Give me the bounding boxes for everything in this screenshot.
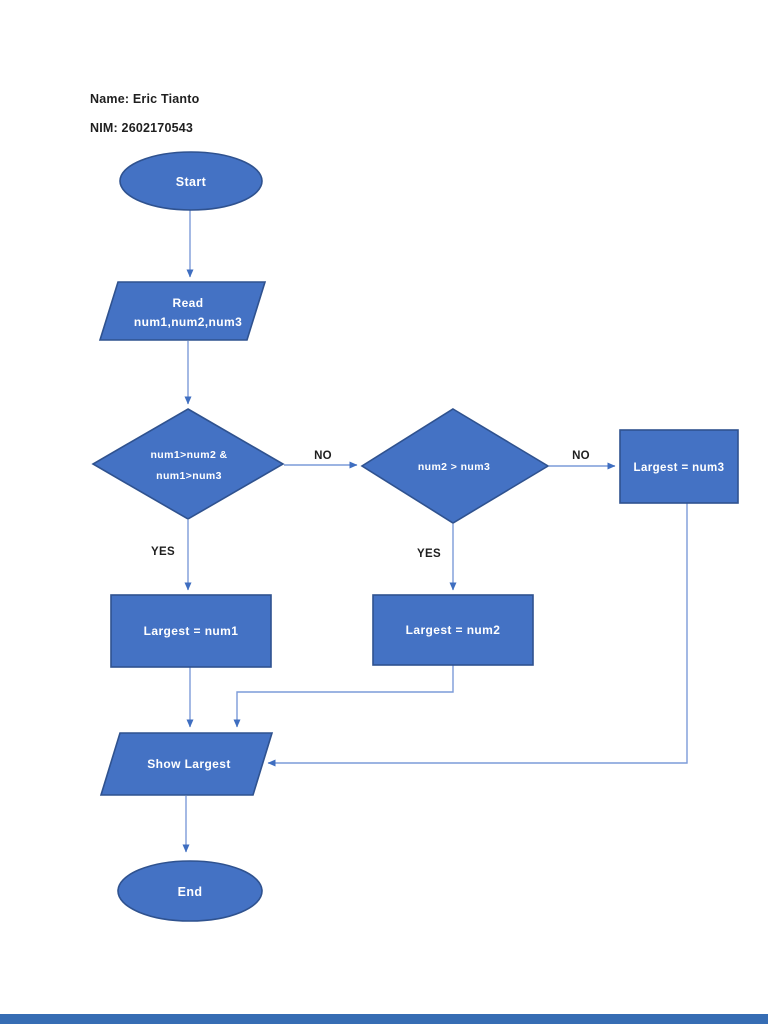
largest-num2-node-label: Largest = num2 [406, 623, 501, 637]
show-largest-node-label: Show Largest [147, 757, 230, 771]
edge-label-no-2: NO [572, 450, 590, 462]
read-input-node-line1: Read [173, 296, 204, 310]
largest-num1-node [110, 594, 272, 668]
largest-num1-node-label: Largest = num1 [144, 624, 239, 638]
largest-num2-node [372, 594, 534, 666]
decision1-node [91, 408, 285, 520]
decision2-node [360, 408, 550, 524]
page-bottom-bar [0, 1014, 768, 1024]
decision1-node-line1: num1>num2 & [150, 449, 227, 461]
edge-label-yes-2: YES [417, 548, 441, 560]
largest-num3-node [619, 429, 739, 504]
author-nim-text: NIM: 2602170543 [90, 121, 194, 135]
start-node [119, 151, 263, 211]
decision2-node-label: num2 > num3 [418, 461, 490, 473]
decision1-node-line2: num1>num3 [156, 470, 222, 482]
edge-label-no-1: NO [314, 450, 332, 462]
start-node-label: Start [176, 175, 207, 189]
edge-largest-num3-to-show-largest [267, 503, 688, 767]
edge-largest-num2-to-show-largest [233, 665, 454, 728]
flowchart-connectors [182, 210, 688, 853]
read-input-node-line2: num1,num2,num3 [134, 315, 242, 329]
author-name-text: Name: Eric Tianto [90, 92, 200, 106]
largest-num3-node-label: Largest = num3 [634, 462, 725, 474]
edge-label-yes-1: YES [151, 546, 175, 558]
read-input-node [98, 281, 267, 341]
end-node-label: End [178, 885, 203, 899]
show-largest-node [99, 732, 274, 796]
end-node [117, 860, 263, 922]
